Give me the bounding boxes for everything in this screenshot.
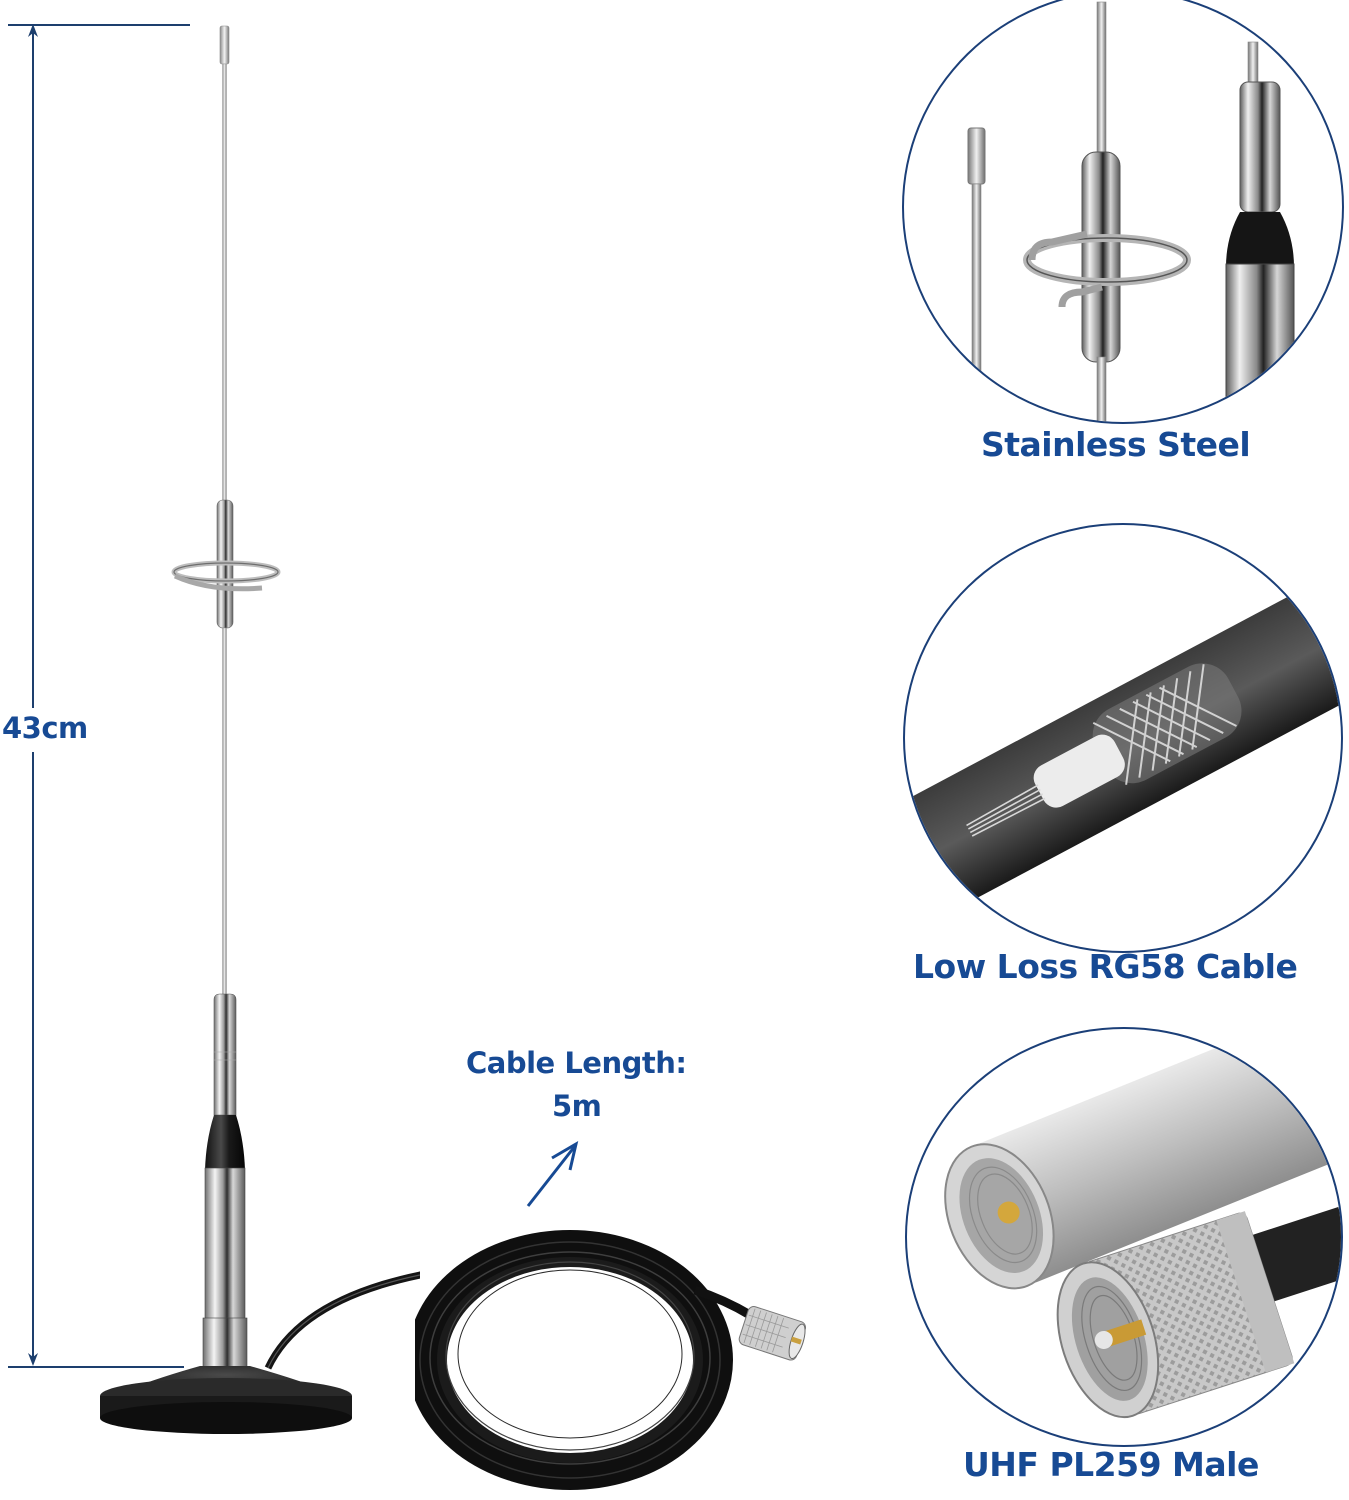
feature-label-pl259: UHF PL259 Male	[963, 1445, 1259, 1484]
pl259-connector-icon	[944, 1029, 1341, 1419]
antenna-product-image	[100, 25, 420, 1434]
dimension-top-line	[8, 24, 190, 26]
arrow-down-icon	[28, 1353, 38, 1366]
arrow-diagonal-icon	[526, 1140, 579, 1207]
feature-label-rg58-cable: Low Loss RG58 Cable	[913, 947, 1298, 986]
arrow-up-icon	[28, 24, 38, 37]
feature-circle-rg58-cable	[903, 523, 1343, 953]
stainless-steel-detail-icon	[967, 1, 1295, 422]
dimension-vertical-upper	[32, 28, 34, 708]
cable-length-value: 5m	[552, 1089, 602, 1123]
feature-label-stainless-steel: Stainless Steel	[981, 425, 1251, 464]
cable-coil-image	[415, 1230, 807, 1490]
dimension-bottom-line	[8, 1366, 184, 1368]
dimension-vertical-lower	[32, 752, 34, 1362]
coax-cable-cutaway-icon	[905, 564, 1341, 934]
height-label: 43cm	[2, 711, 88, 745]
feature-circle-stainless-steel	[902, 0, 1344, 424]
cable-length-title: Cable Length:	[466, 1046, 687, 1080]
feature-circle-pl259	[905, 1027, 1343, 1447]
